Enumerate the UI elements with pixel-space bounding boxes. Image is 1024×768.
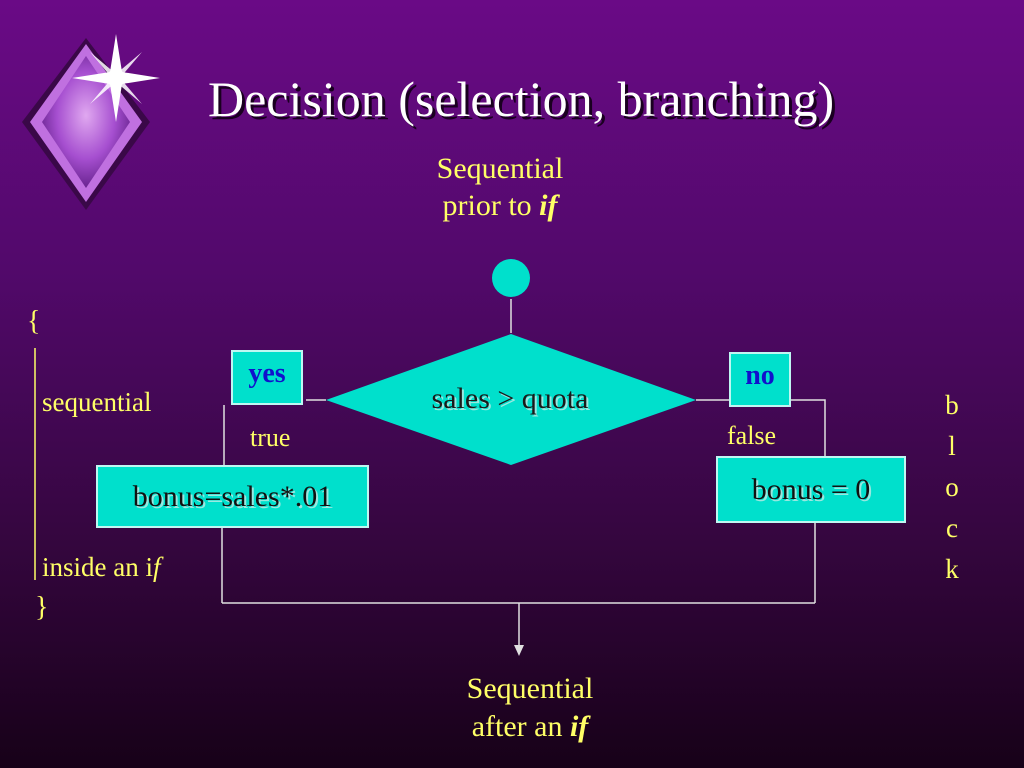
page-title: Decision (selection, branching) xyxy=(208,71,835,127)
close-brace: } xyxy=(35,592,49,623)
sequential-before-line1: Sequential xyxy=(436,152,564,185)
no-label: no xyxy=(729,352,791,407)
sequential-after-label: Sequential after an if xyxy=(400,670,660,746)
yes-label: yes xyxy=(231,350,303,405)
block-letter: c xyxy=(946,513,958,543)
block-vertical-label: b l o c k xyxy=(940,385,964,590)
diamond-sparkle-icon xyxy=(22,34,160,210)
inside-an-if-label: inside an if xyxy=(42,552,161,582)
sequential-before-line2: prior to if xyxy=(442,189,558,222)
open-brace: { xyxy=(27,306,41,337)
sequential-after-line1: Sequential xyxy=(466,672,594,705)
exit-arrowhead xyxy=(514,645,524,656)
sequential-after-line2: after an if xyxy=(471,710,589,743)
then-statement-box: bonus=sales*.01 xyxy=(96,465,369,528)
if-keyword: if xyxy=(569,710,589,743)
sequential-label: sequential xyxy=(42,387,152,417)
false-branch-down xyxy=(791,399,826,456)
true-label: true xyxy=(250,423,291,452)
else-statement-box: bonus = 0 xyxy=(716,456,906,523)
block-letter: o xyxy=(945,472,959,502)
false-label: false xyxy=(727,421,777,450)
if-keyword: if xyxy=(539,189,558,222)
start-node xyxy=(492,259,530,297)
block-letter: l xyxy=(948,431,956,461)
block-letter: b xyxy=(945,390,959,420)
sequential-before-label: Sequential prior to if xyxy=(380,150,620,224)
if-keyword-fragment: f xyxy=(152,552,161,582)
decision-diamond xyxy=(326,334,696,465)
block-letter: k xyxy=(945,554,959,584)
decision-condition: sales > quota xyxy=(431,382,589,415)
